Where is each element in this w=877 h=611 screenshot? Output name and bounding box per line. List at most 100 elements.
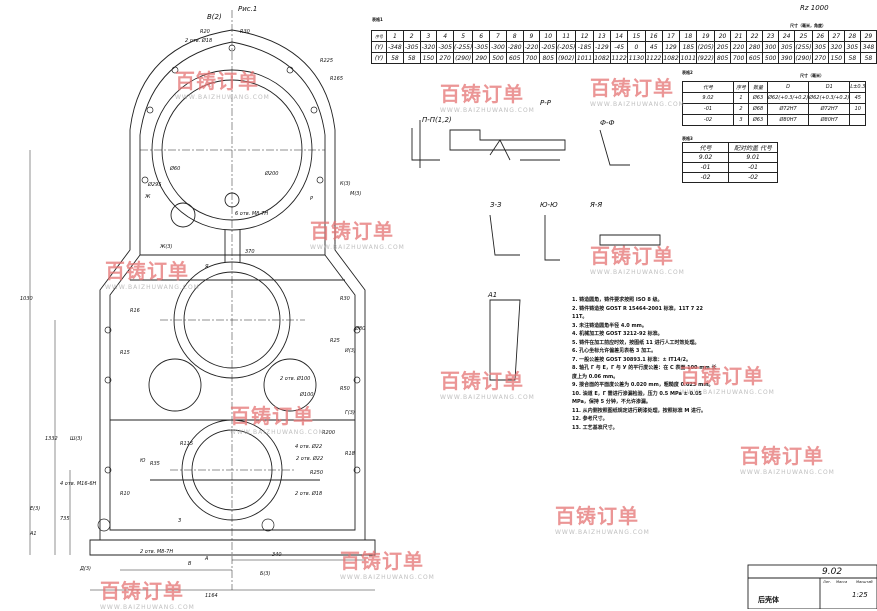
- dimension-label: Ж: [144, 194, 151, 200]
- watermark-url: WWW.BAIZHUWANG.COM: [105, 284, 200, 291]
- watermark-url: WWW.BAIZHUWANG.COM: [230, 429, 325, 436]
- column-header: 1: [386, 30, 404, 42]
- table-cell: -01: [682, 162, 729, 173]
- table-cell: (922): [696, 52, 716, 64]
- watermark-brand: 百铸订单: [100, 579, 184, 603]
- dimension-label: R20: [200, 29, 210, 35]
- column-header: 配对的盖 代号: [728, 142, 778, 153]
- column-header: 序号: [733, 81, 749, 93]
- table-header: 序号: [370, 30, 388, 42]
- scale-value: 1:25: [852, 591, 868, 599]
- column-header: 15: [627, 30, 646, 42]
- dimension-label: R250: [310, 470, 323, 476]
- table-cell: 58: [843, 52, 861, 64]
- table-cell: 320: [827, 41, 845, 53]
- table-cell: (255): [794, 41, 813, 53]
- dimension-label: R50: [340, 386, 350, 392]
- watermark-brand: 百铸订单: [590, 244, 674, 268]
- dimension-label: R18: [345, 451, 355, 457]
- section-label: Р-Р: [540, 99, 552, 107]
- table-cell: -45: [609, 41, 629, 53]
- dimension-label: R10: [120, 491, 130, 497]
- table-cell: -01: [682, 103, 734, 115]
- watermark-brand: 百铸订单: [440, 369, 524, 393]
- column-header: 数量: [748, 81, 768, 93]
- variant-table-unit: 尺寸（毫米）: [800, 73, 824, 78]
- column-header: D1: [808, 81, 851, 93]
- watermark-brand: 百铸订单: [590, 76, 674, 100]
- watermark-brand: 百铸订单: [340, 549, 424, 573]
- watermark-url: WWW.BAIZHUWANG.COM: [340, 574, 435, 581]
- table-cell: 280: [746, 41, 764, 53]
- dimension-label: Ø200: [264, 170, 278, 177]
- column-header: 9: [522, 30, 541, 42]
- table-cell: Ø68: [748, 103, 768, 115]
- table-cell: 270: [811, 52, 829, 64]
- dimension-label: R165: [330, 76, 343, 82]
- part-name: 后壳体: [758, 596, 779, 604]
- title-block-code: 9.02: [822, 567, 843, 577]
- table-cell: Ø62(+0.3/+0.2): [808, 92, 851, 104]
- watermark-url: WWW.BAIZHUWANG.COM: [590, 269, 685, 276]
- table-cell: 290: [472, 52, 491, 64]
- dimension-label: 2 отв. Ø18: [295, 490, 322, 497]
- dimension-label: R35: [150, 461, 160, 467]
- mass-label: Масса: [836, 580, 848, 584]
- table-cell: -205: [539, 41, 558, 53]
- table-cell: 9.02: [682, 152, 729, 163]
- table-cell: (-255): [453, 41, 474, 53]
- column-header: 3: [419, 30, 438, 42]
- table-cell: 58: [386, 52, 404, 64]
- column-header: 25: [794, 30, 813, 42]
- technical-notes: 1. 铸造圆角，铸件要求按照 ISO 8 级。2. 铸件铸造按 GOST R 1…: [572, 296, 717, 432]
- table-cell: 9.02: [682, 92, 734, 104]
- table-cell: 805: [714, 52, 732, 64]
- section-label: П-П(1,2): [422, 116, 452, 124]
- table-cell: 150: [419, 52, 438, 64]
- view-label: В(2): [207, 13, 222, 21]
- table-cell: 305: [778, 41, 796, 53]
- watermark-url: WWW.BAIZHUWANG.COM: [555, 529, 650, 536]
- section-label: З-З: [490, 201, 502, 209]
- table-cell: -02: [728, 172, 778, 183]
- table-row: -01-01: [682, 162, 778, 173]
- table-cell: -305: [472, 41, 491, 53]
- section-label: Ф-Ф: [600, 119, 615, 127]
- dimension-label: Р: [310, 196, 313, 202]
- table-cell: (205): [696, 41, 716, 53]
- column-header: 22: [746, 30, 764, 42]
- table-cell: -220: [522, 41, 541, 53]
- dimension-label: R30: [340, 296, 350, 302]
- table-cell: -280: [505, 41, 524, 53]
- column-header: 10: [539, 30, 558, 42]
- ordinate-table-label: 表格1: [372, 17, 383, 22]
- dimension-label: 2 отв. Ø18: [185, 37, 212, 44]
- table-cell: 3: [733, 114, 749, 126]
- dimension-label: А1: [29, 531, 37, 537]
- sheet-title: Рис.1: [238, 5, 257, 13]
- note-item: 1. 铸造圆角，铸件要求按照 ISO 8 级。: [572, 297, 663, 303]
- dimension-label: Ø295: [147, 181, 161, 188]
- table-cell: 1130: [627, 52, 646, 64]
- watermark-url: WWW.BAIZHUWANG.COM: [100, 604, 195, 611]
- column-header: 代号: [682, 142, 729, 153]
- table-cell: -185: [575, 41, 594, 53]
- match-table-label: 表格3: [682, 136, 693, 141]
- roughness-symbol: Rz 1000: [800, 4, 829, 12]
- table-cell: (290): [453, 52, 474, 64]
- section-label: Я-Я: [589, 201, 602, 209]
- table-cell: -129: [592, 41, 611, 53]
- dimension-label: А: [204, 556, 209, 562]
- dimension-label: 1164: [205, 593, 218, 599]
- table-row: -02-02: [682, 172, 778, 183]
- table-cell: 1011: [575, 52, 594, 64]
- lit-label: Лит.: [823, 580, 832, 584]
- table-cell: 700: [522, 52, 541, 64]
- column-header: 6: [472, 30, 491, 42]
